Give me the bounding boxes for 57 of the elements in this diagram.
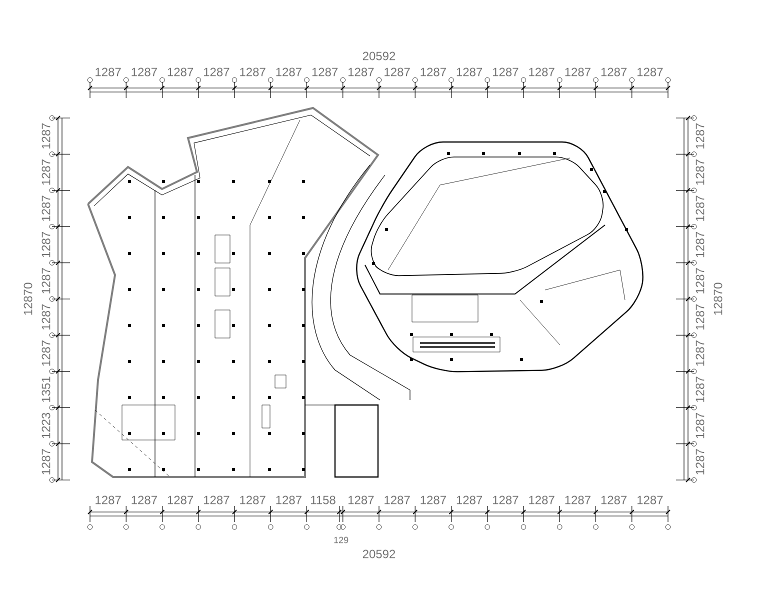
dimension-text: 1287 <box>696 376 704 402</box>
dimension-text: 1287 <box>276 68 302 76</box>
dimension-text: 1287 <box>42 340 50 366</box>
dimension-text: 1287 <box>42 449 50 474</box>
dimension-text: 20592 <box>362 52 396 60</box>
dimension-text: 12870 <box>714 282 722 315</box>
dimension-text: 1287 <box>456 68 482 76</box>
dimension-text: 1351 <box>42 376 50 402</box>
dimension-text: 1287 <box>132 68 157 76</box>
dimension-text: 1287 <box>276 496 302 504</box>
dimension-text: 20592 <box>362 550 396 558</box>
dimension-text: 1287 <box>696 196 704 221</box>
dimension-text: 1287 <box>348 496 374 504</box>
dimension-text: 1287 <box>42 123 50 149</box>
dimension-text: 1287 <box>493 68 518 76</box>
dimension-text: 1287 <box>696 412 704 438</box>
dimension-text: 1287 <box>42 196 50 221</box>
dimension-text: 1287 <box>312 68 338 76</box>
dimension-text: 1287 <box>42 268 50 294</box>
dimension-text: 1287 <box>96 68 121 76</box>
dimension-text: 1287 <box>204 496 230 504</box>
dimension-text: 1287 <box>240 68 266 76</box>
dimension-text: 1287 <box>601 496 627 504</box>
dimension-text: 1223 <box>42 412 50 438</box>
dimension-text: 1287 <box>565 68 590 76</box>
dimension-text: 1287 <box>204 68 230 76</box>
dimension-text: 1287 <box>529 496 554 504</box>
dimension-text: 1287 <box>96 496 121 504</box>
dimension-text: 1287 <box>638 496 663 504</box>
dimension-text: 1287 <box>240 496 266 504</box>
dimension-text: 1287 <box>696 304 704 330</box>
dimension-text: 1287 <box>565 496 590 504</box>
dimension-text: 1287 <box>348 68 374 76</box>
dimension-text: 1287 <box>696 340 704 366</box>
dimension-text: 1287 <box>638 68 663 76</box>
dimension-text: 129 <box>334 536 348 544</box>
dimension-text: 1287 <box>168 496 194 504</box>
dimension-text: 1287 <box>696 160 704 185</box>
dimension-text: 1287 <box>696 232 704 258</box>
dimension-text: 12870 <box>24 282 32 315</box>
dimension-text: 1287 <box>168 68 194 76</box>
dimension-text: 1287 <box>42 160 50 185</box>
dimension-text: 1287 <box>529 68 554 76</box>
dimension-text: 1158 <box>311 496 336 504</box>
dimension-text: 1287 <box>696 123 704 149</box>
dimension-text: 1287 <box>384 68 410 76</box>
dimension-text: 1287 <box>493 496 518 504</box>
dimension-text: 1287 <box>420 68 446 76</box>
dimension-text: 1287 <box>696 449 704 474</box>
dimension-text: 1287 <box>420 496 446 504</box>
dimension-text: 1287 <box>696 268 704 294</box>
dimension-text: 1287 <box>456 496 482 504</box>
dimension-text: 1287 <box>601 68 627 76</box>
dimension-text: 1287 <box>132 496 157 504</box>
dimension-text: 1287 <box>42 232 50 258</box>
dimension-text: 1287 <box>384 496 410 504</box>
dimension-text: 1287 <box>42 304 50 330</box>
